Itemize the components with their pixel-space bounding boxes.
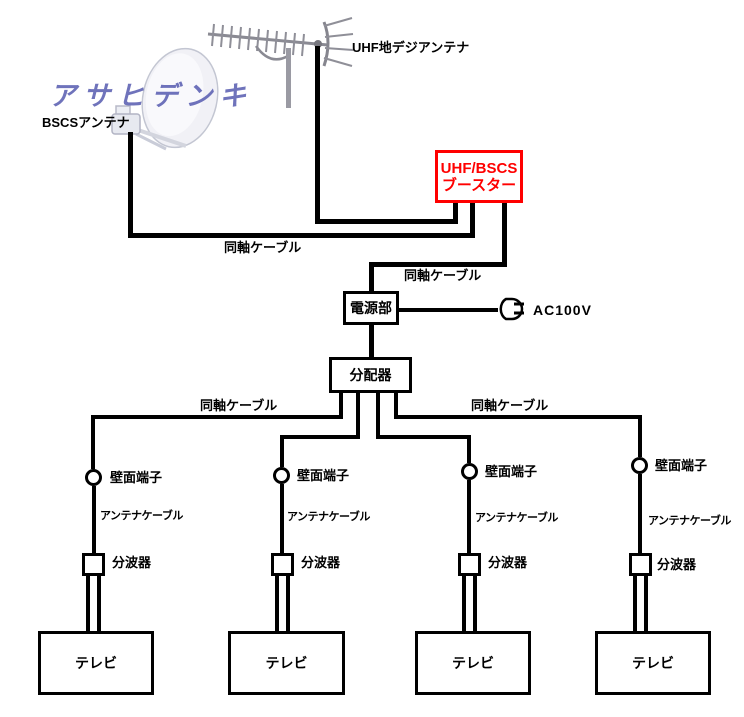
wire-booster-out-h (369, 262, 507, 267)
tv-box-3: テレビ (415, 631, 531, 695)
wire-ac-cord (398, 308, 498, 312)
bscs-antenna-label: BSCSアンテナ (42, 115, 130, 130)
coax-label-booster-out: 同軸ケーブル (404, 268, 482, 283)
separator-box-2 (271, 553, 294, 576)
wire-out2-run (280, 435, 360, 439)
tv-label-2: テレビ (265, 655, 308, 671)
wire-uhf-drop (315, 46, 320, 224)
power-unit-box: 電源部 (343, 291, 399, 325)
antenna-cable-label-2: アンテナケーブル (287, 511, 370, 523)
wall-terminal-label-4: 壁面端子 (655, 458, 708, 473)
wire-out4-stub (394, 392, 398, 415)
splitter-label: 分配器 (349, 367, 392, 383)
tv-label-3: テレビ (452, 655, 494, 671)
wire-b4-antenna-cable (638, 474, 642, 553)
separator-label-2: 分波器 (301, 555, 341, 570)
antenna-cable-label-4: アンテナケーブル (648, 515, 731, 527)
booster-label-line2: ブースター (441, 176, 517, 194)
tv-label-4: テレビ (632, 655, 674, 671)
wire-out3-drop (467, 435, 471, 463)
wall-terminal-node-1 (85, 469, 102, 486)
wire-out1-drop (91, 415, 95, 469)
wall-terminal-label-1: 壁面端子 (110, 470, 163, 485)
wire-b4-tv-cable-l (633, 575, 637, 631)
wire-b3-tv-cable-l (462, 575, 466, 631)
wire-b2-tv-cable-r (286, 575, 290, 631)
antenna-cable-label-3: アンテナケーブル (475, 512, 558, 524)
wall-terminal-node-2 (273, 467, 290, 484)
wire-b4-tv-cable-r (644, 575, 648, 631)
tv-label-1: テレビ (75, 655, 117, 671)
splitter-box: 分配器 (329, 357, 412, 393)
wire-out1-stub (339, 392, 343, 415)
wire-bscs-into-booster (470, 201, 475, 238)
power-unit-label: 電源部 (350, 300, 392, 316)
wire-bscs-run (128, 233, 475, 238)
wire-uhf-run (315, 219, 458, 224)
separator-label-3: 分波器 (488, 555, 528, 570)
coax-label-top: 同軸ケーブル (224, 240, 302, 255)
wall-terminal-node-4 (631, 457, 648, 474)
wire-b3-antenna-cable (467, 480, 471, 553)
wire-b1-tv-cable-r (97, 575, 101, 631)
watermark-logo: アサヒデンキ (47, 81, 260, 111)
coax-label-branch-left: 同軸ケーブル (200, 398, 278, 413)
separator-box-3 (458, 553, 481, 576)
booster-label-line1: UHF/BSCS (440, 159, 518, 177)
wire-b2-tv-cable-l (275, 575, 279, 631)
antenna-cable-label-1: アンテナケーブル (100, 510, 183, 522)
bscs-dish-icon (111, 47, 219, 151)
wire-out3-stub (376, 392, 380, 435)
coax-label-branch-right: 同軸ケーブル (471, 398, 549, 413)
tv-box-2: テレビ (228, 631, 345, 695)
wire-b1-tv-cable-l (86, 575, 90, 631)
wire-out4-drop (638, 415, 642, 457)
wire-out2-drop (280, 435, 284, 467)
booster-box: UHF/BSCS ブースター (435, 150, 523, 203)
wall-terminal-label-2: 壁面端子 (297, 468, 350, 483)
wire-out1-run (91, 415, 343, 419)
separator-label-1: 分波器 (112, 555, 152, 570)
wall-terminal-node-3 (461, 463, 478, 480)
wire-power-to-splitter (369, 324, 374, 358)
separator-box-4 (629, 553, 652, 576)
uhf-antenna-label: UHF地デジアンテナ (352, 40, 470, 55)
wire-b2-antenna-cable (280, 484, 284, 553)
wire-out2-stub (356, 392, 360, 435)
tv-box-1: テレビ (38, 631, 154, 695)
uhf-antenna-icon (207, 17, 354, 108)
tv-box-4: テレビ (595, 631, 711, 695)
wire-out4-run (394, 415, 642, 419)
separator-label-4: 分波器 (657, 557, 697, 572)
wire-b1-antenna-cable (92, 486, 96, 553)
wall-terminal-label-3: 壁面端子 (485, 464, 538, 479)
wire-booster-out-v (502, 201, 507, 267)
wire-out3-run (376, 435, 471, 439)
wire-b3-tv-cable-r (473, 575, 477, 631)
wire-bscs-drop (128, 132, 133, 238)
power-plug-icon (499, 297, 524, 321)
wire-into-power-unit (369, 262, 374, 292)
separator-box-1 (82, 553, 105, 576)
ac-power-label: AC100V (533, 302, 592, 318)
wire-uhf-into-booster (453, 201, 458, 224)
